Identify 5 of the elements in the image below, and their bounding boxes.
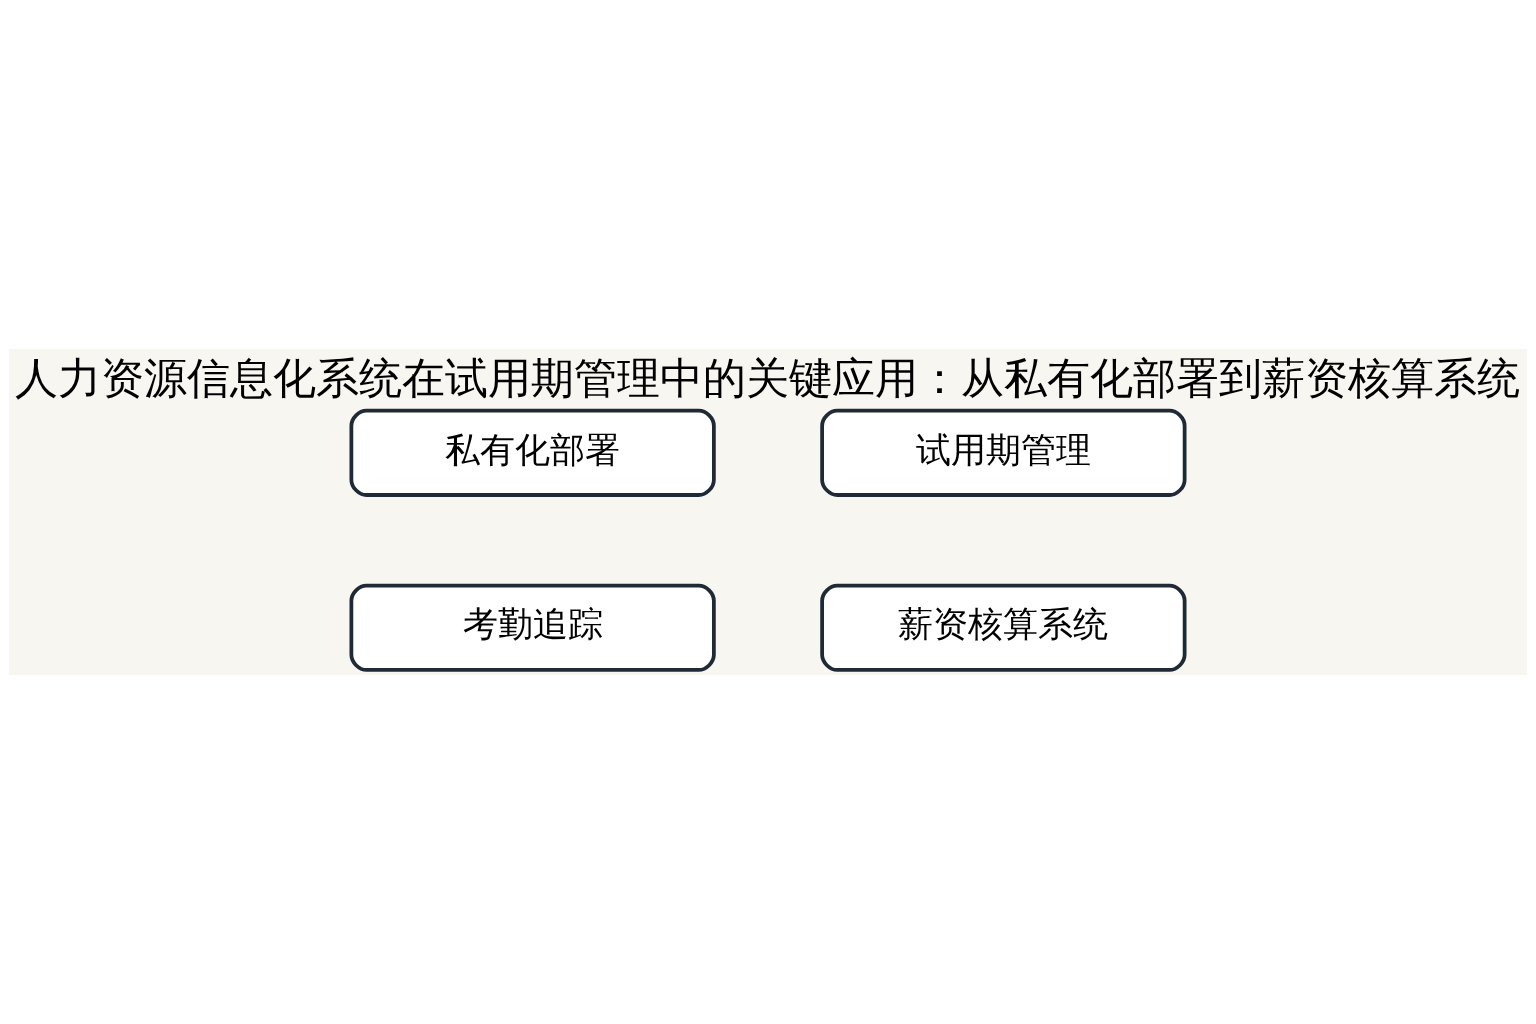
node-box: 试用期管理: [820, 408, 1187, 497]
node-box: 考勤追踪: [349, 583, 716, 672]
node-box: 薪资核算系统: [820, 583, 1187, 672]
node-box: 私有化部署: [349, 408, 716, 497]
diagram-title: 人力资源信息化系统在试用期管理中的关键应用：从私有化部署到薪资核算系统: [15, 353, 1521, 404]
